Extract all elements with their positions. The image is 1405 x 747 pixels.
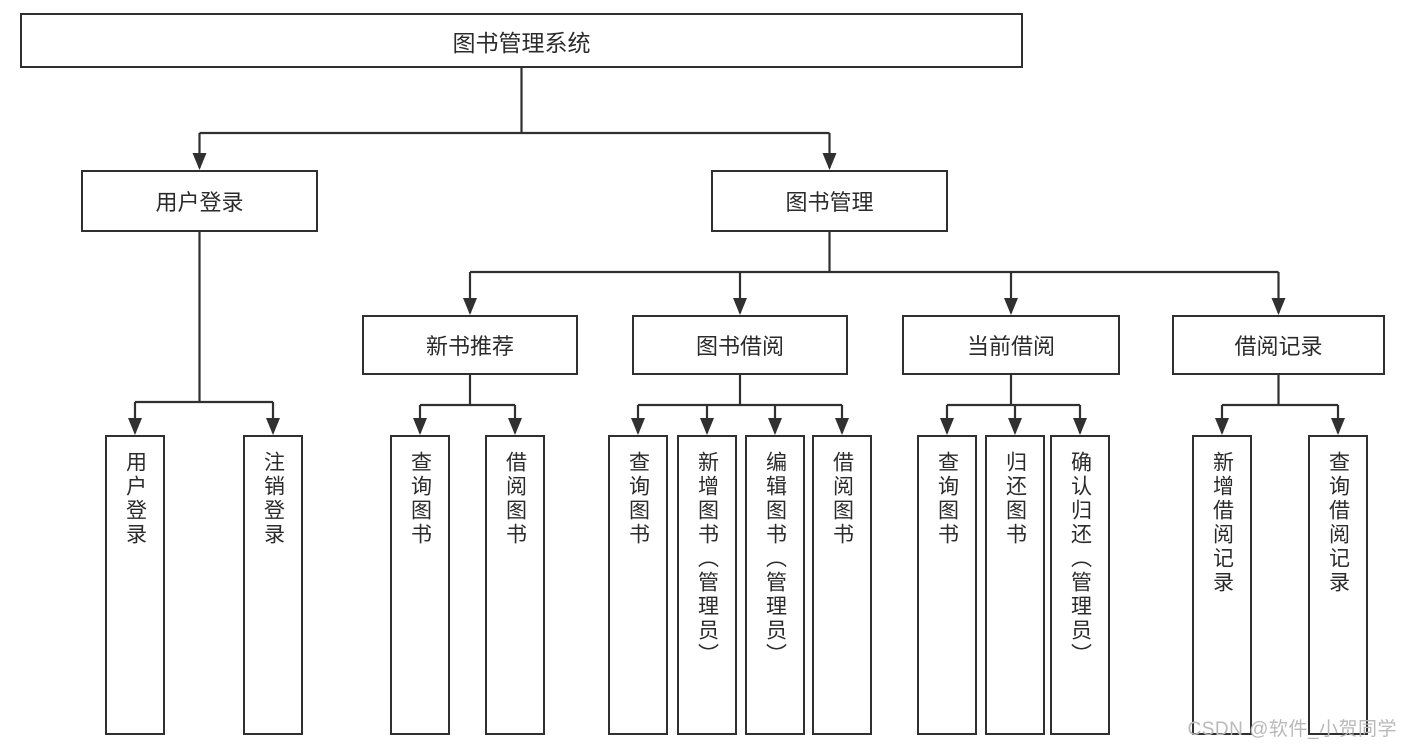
edge-arrowhead xyxy=(266,418,280,435)
node-label: 用户登录 xyxy=(123,451,147,547)
node-leaf-return-book[interactable]: 归还图书 xyxy=(985,435,1045,735)
node-leaf-query-book-bor[interactable]: 查询图书 xyxy=(608,435,668,735)
edge-arrowhead xyxy=(940,418,954,435)
edge-arrowhead xyxy=(1073,418,1087,435)
node-label: 借阅图书 xyxy=(830,451,854,547)
node-leaf-query-book-rec[interactable]: 查询图书 xyxy=(390,435,450,735)
node-label: 借阅图书 xyxy=(503,451,527,547)
edge-arrowhead xyxy=(1331,418,1345,435)
node-label: 用户登录 xyxy=(155,190,244,215)
node-label: 查询图书 xyxy=(408,451,432,547)
node-leaf-confirm-return[interactable]: 确认归还（管理员） xyxy=(1050,435,1110,735)
edge-arrowhead xyxy=(413,418,427,435)
edge-arrowhead xyxy=(768,418,782,435)
node-label: 查询图书 xyxy=(626,451,650,547)
edge-arrowhead xyxy=(631,418,645,435)
edge-arrowhead xyxy=(128,418,142,435)
edge-arrowhead xyxy=(192,153,207,170)
edge-arrowhead xyxy=(1271,298,1286,315)
node-new-book-recommend[interactable]: 新书推荐 xyxy=(362,315,578,375)
node-label: 图书管理 xyxy=(785,190,874,215)
node-leaf-borrow-book-bor[interactable]: 借阅图书 xyxy=(812,435,872,735)
edge-arrowhead xyxy=(700,418,714,435)
edge-arrowhead xyxy=(1004,298,1018,315)
node-label: 新书推荐 xyxy=(425,334,514,359)
edge-arrowhead xyxy=(508,418,522,435)
edge-arrowhead xyxy=(733,298,747,315)
node-leaf-add-book[interactable]: 新增图书（管理员） xyxy=(677,435,737,735)
node-current-borrow[interactable]: 当前借阅 xyxy=(902,315,1120,375)
node-leaf-borrow-book-rec[interactable]: 借阅图书 xyxy=(485,435,545,735)
node-label: 确认归还（管理员） xyxy=(1068,451,1092,667)
node-label: 查询借阅记录 xyxy=(1326,451,1350,595)
edge-arrowhead xyxy=(1008,418,1022,435)
edge-arrowhead xyxy=(835,418,849,435)
node-borrow-record[interactable]: 借阅记录 xyxy=(1172,315,1385,375)
node-label: 图书借阅 xyxy=(695,334,784,359)
node-label: 新增借阅记录 xyxy=(1210,451,1234,595)
node-leaf-query-record[interactable]: 查询借阅记录 xyxy=(1308,435,1368,735)
node-label: 图书管理系统 xyxy=(452,29,591,56)
edge-layer xyxy=(128,68,1345,435)
node-book-borrow[interactable]: 图书借阅 xyxy=(632,315,848,375)
node-leaf-logout[interactable]: 注销登录 xyxy=(243,435,303,735)
edge-arrowhead xyxy=(822,153,837,170)
node-label: 查询图书 xyxy=(935,451,959,547)
node-label: 新增图书（管理员） xyxy=(695,451,719,667)
watermark-text: CSDN @软件_小贺同学 xyxy=(1187,719,1397,740)
node-leaf-query-book-cur[interactable]: 查询图书 xyxy=(917,435,977,735)
edge-arrowhead xyxy=(463,298,477,315)
node-leaf-edit-book[interactable]: 编辑图书（管理员） xyxy=(745,435,805,735)
node-book-manage[interactable]: 图书管理 xyxy=(711,170,948,232)
node-label: 归还图书 xyxy=(1003,451,1027,547)
node-label: 注销登录 xyxy=(261,451,285,547)
edge-arrowhead xyxy=(1215,418,1229,435)
node-leaf-user-login[interactable]: 用户登录 xyxy=(105,435,165,735)
node-label: 借阅记录 xyxy=(1234,334,1323,359)
node-label: 编辑图书（管理员） xyxy=(763,451,787,667)
node-root[interactable]: 图书管理系统 xyxy=(20,13,1023,68)
node-label: 当前借阅 xyxy=(966,334,1055,359)
node-user-login[interactable]: 用户登录 xyxy=(81,170,318,232)
node-leaf-add-record[interactable]: 新增借阅记录 xyxy=(1192,435,1252,735)
